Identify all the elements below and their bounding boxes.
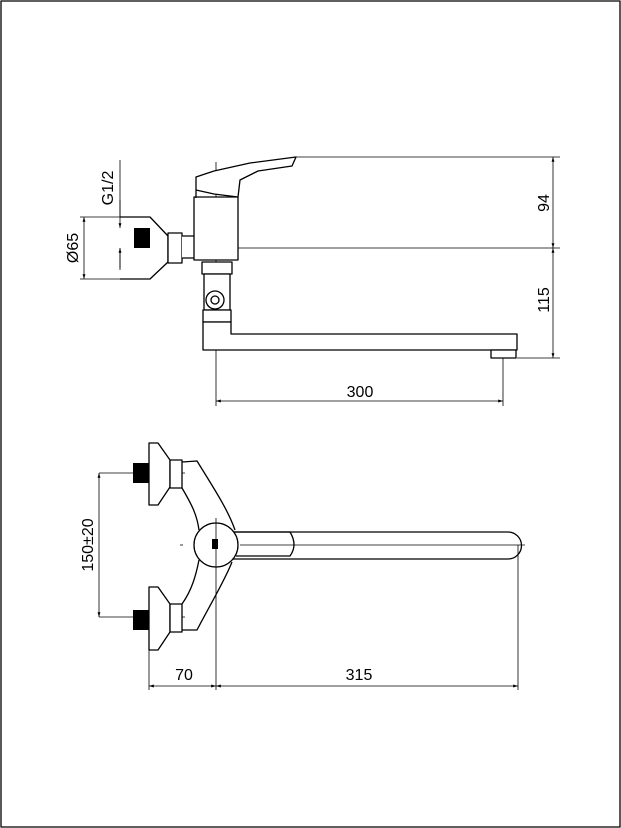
- dim-g12: G1/2: [100, 171, 117, 206]
- mixer-body: [193, 196, 239, 261]
- thread-connector: [134, 228, 150, 248]
- side-view: 94 115 300 G1/2 Ø65: [65, 156, 560, 406]
- dim-94: 94: [536, 194, 553, 212]
- dim-70: 70: [175, 667, 193, 684]
- spout-plan: [232, 531, 523, 560]
- spout: [202, 321, 518, 351]
- lever-plan: [232, 531, 295, 557]
- flange-top: [148, 442, 171, 506]
- dim-300: 300: [347, 384, 374, 401]
- dim-150: 150±20: [80, 518, 97, 571]
- dim-d65: Ø65: [65, 233, 82, 263]
- plan-view: 150±20 70 315: [80, 442, 525, 690]
- lever-handle: [195, 156, 297, 198]
- flange-bottom: [148, 586, 171, 651]
- aerator: [490, 349, 517, 359]
- dim-115: 115: [536, 287, 553, 313]
- dim-315: 315: [346, 667, 373, 684]
- union-nut: [167, 232, 183, 264]
- swivel-nut: [201, 261, 233, 275]
